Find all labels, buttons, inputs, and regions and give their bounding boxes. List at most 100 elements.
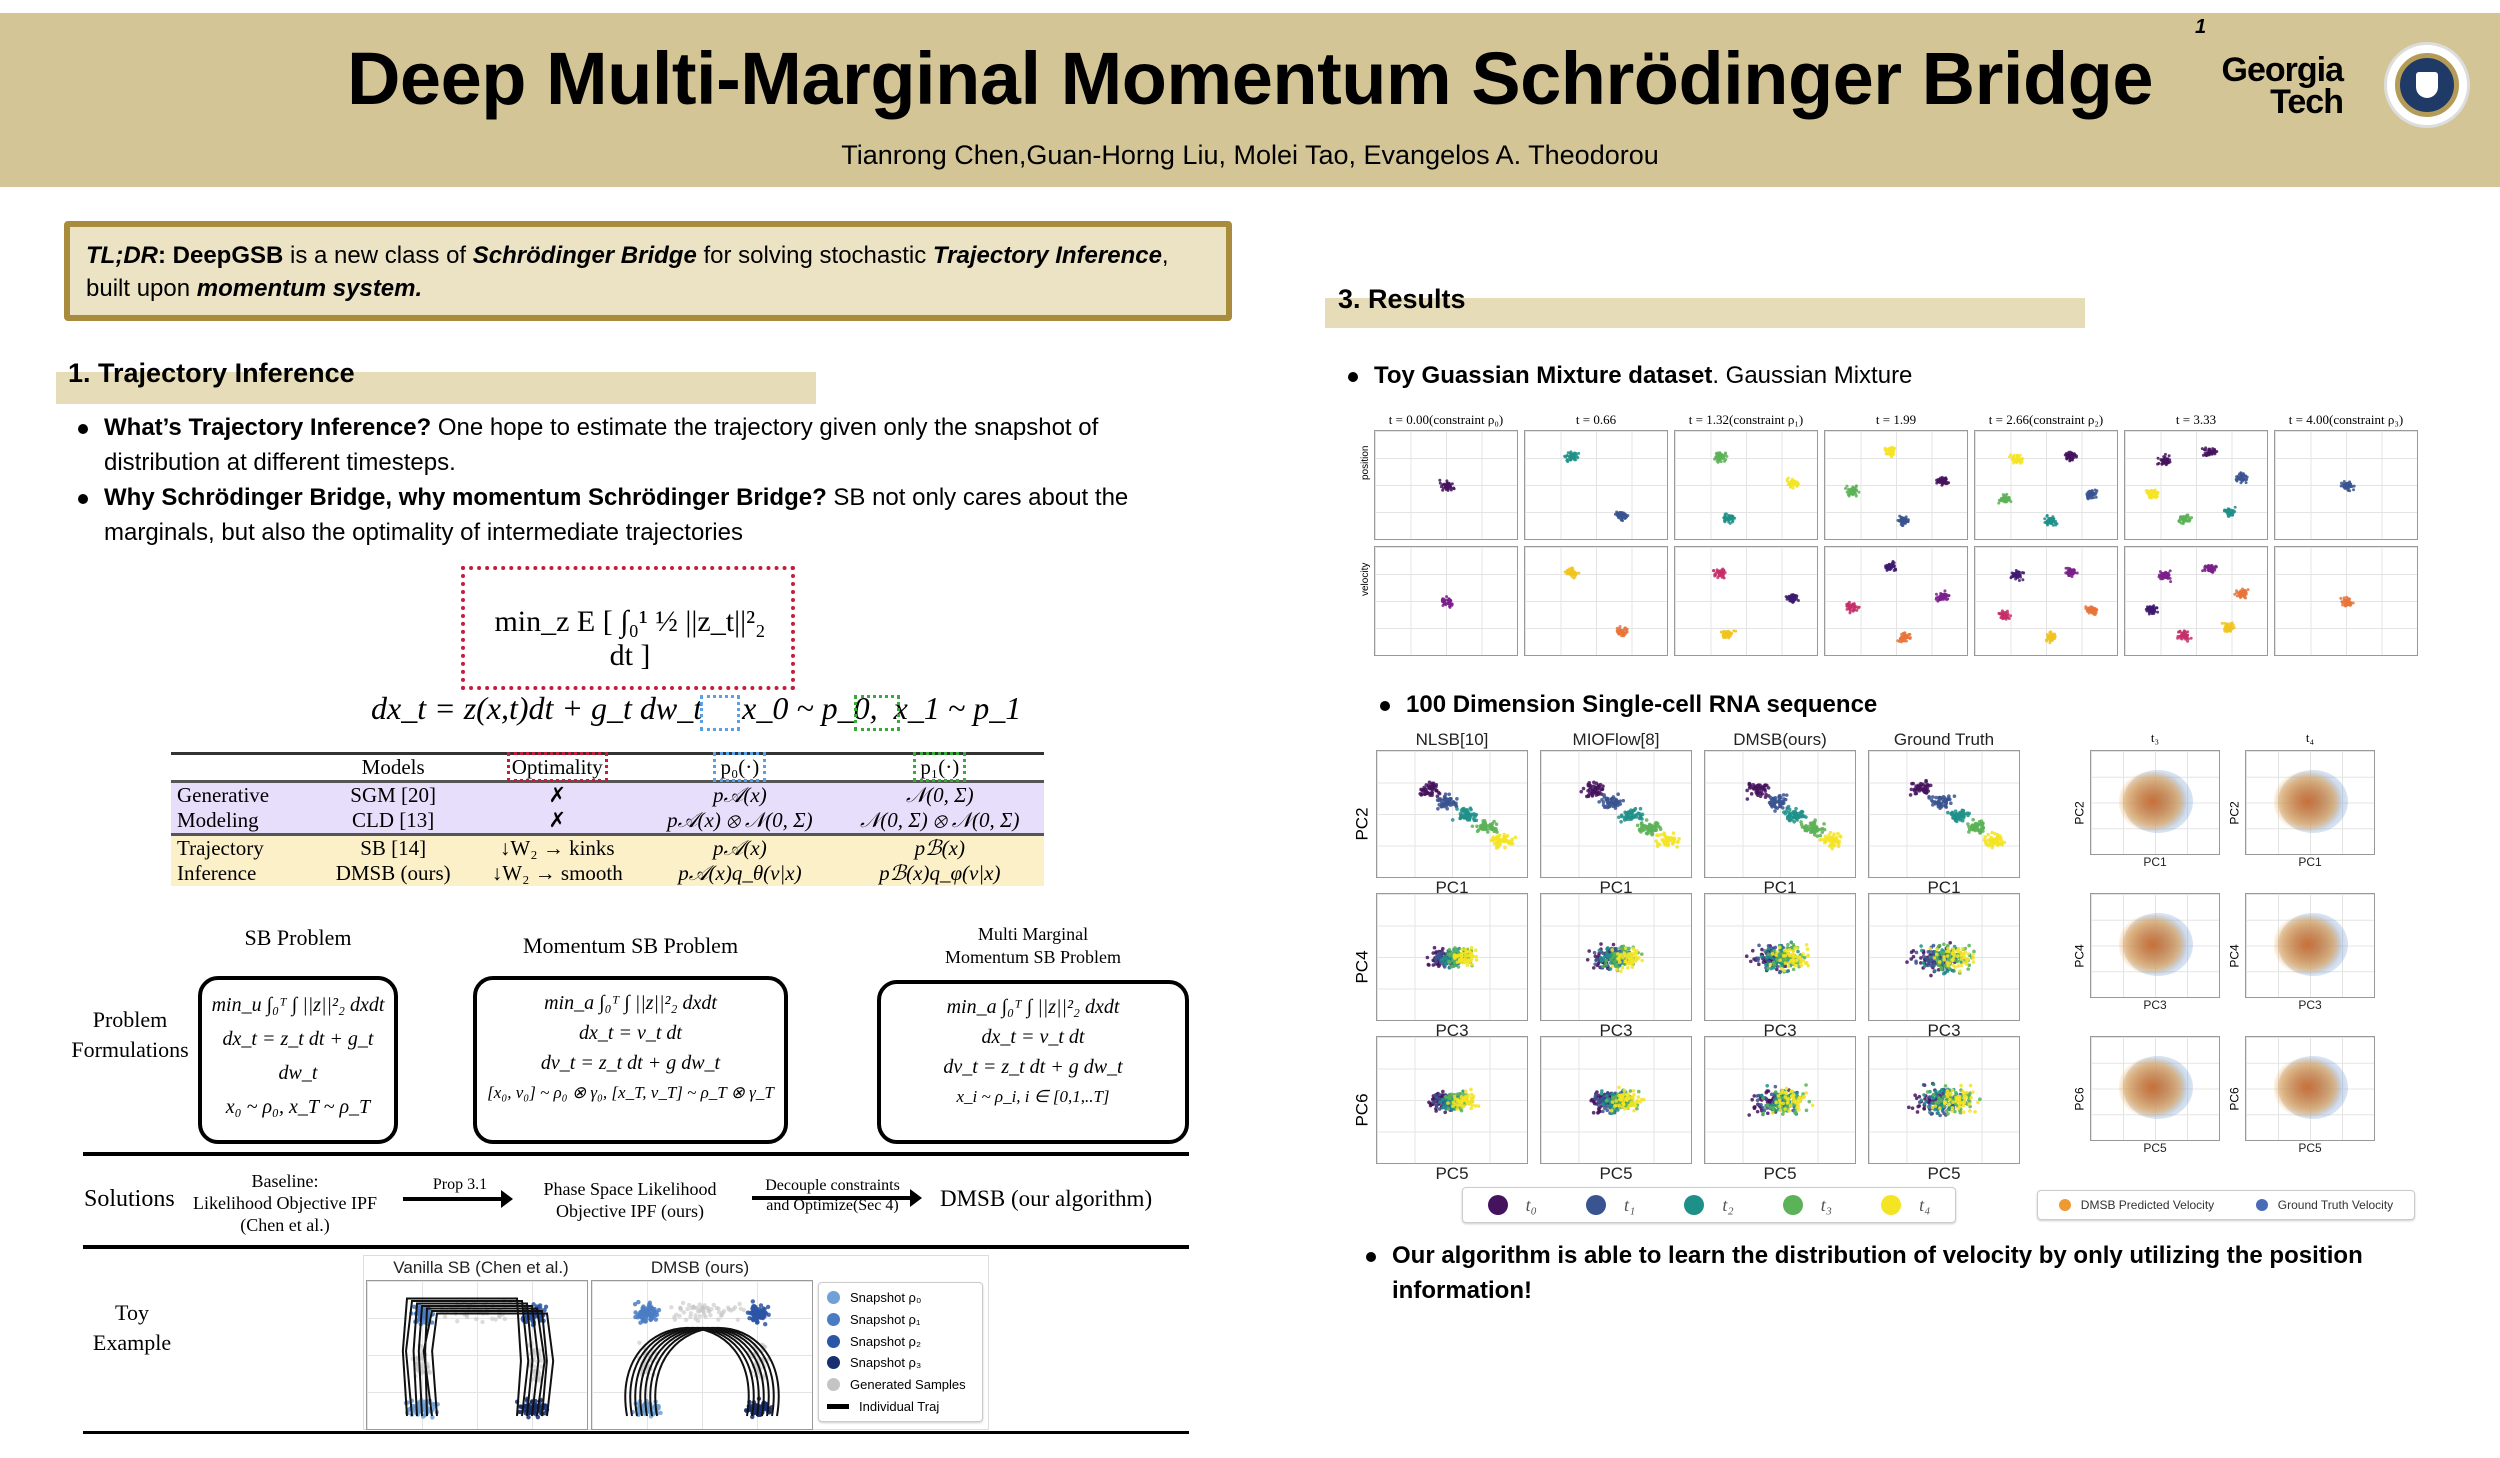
legend-label: DMSB Predicted Velocity [2080, 1198, 2215, 1212]
bullet-bold: Toy Guassian Mixture dataset [1374, 362, 1713, 389]
dot-swatch-icon [1684, 1195, 1705, 1215]
trajectory-line [422, 1310, 548, 1417]
text-line: Decouple constraints [765, 1177, 900, 1194]
label-text: Formulations [71, 1037, 189, 1062]
rna-subplot [1704, 750, 1856, 878]
p1-highlight [854, 695, 900, 731]
text-line: and Optimize(Sec 4) [766, 1197, 899, 1214]
scatter-points [2144, 446, 2249, 526]
scatter-points [1713, 451, 1800, 525]
plot-title: t = 1.99 [1875, 412, 1917, 427]
legend-item: t₁ [1585, 1194, 1636, 1216]
legend-item: Generated Samples [827, 1374, 966, 1396]
gm-subplot [1824, 546, 1968, 656]
cell: DMSB (ours) [335, 861, 451, 885]
problem-title: SB Problem [244, 925, 352, 950]
problem-title: Momentum SB Problem [522, 933, 739, 958]
group-label: Modeling [177, 808, 259, 832]
tldr-text: Schrödinger Bridge [472, 242, 697, 269]
objective-box [461, 566, 795, 690]
comparison-table: Models Optimality p₀(·) p₁(·) Generative… [171, 752, 1044, 886]
x-axis-label: PC1 [1763, 878, 1797, 897]
scatter-points [1589, 1085, 1646, 1116]
bullet-bold: Why Schrödinger Bridge, why momentum Sch… [104, 484, 827, 511]
dot-swatch-icon [827, 1313, 840, 1326]
row-label: position [1360, 445, 1371, 480]
gm-subplot [1824, 430, 1968, 540]
scatter-points [1438, 478, 1456, 492]
bullet-bold: 100 Dimension Single-cell RNA sequence [1406, 691, 1878, 718]
eq-line: [x₀, v₀] ~ ρ₀ ⊗ γ₀, [x_T, v_T] ~ ρ_T ⊗ γ… [487, 1083, 774, 1102]
group-label: Inference [177, 861, 257, 885]
gm-subplot [1374, 430, 1518, 540]
bullet: 100 Dimension Single-cell RNA sequence [1380, 687, 1878, 722]
p0-highlight [700, 695, 740, 731]
col-header: Models [361, 755, 425, 779]
divider [83, 1245, 1189, 1249]
y-axis-label: PC2 [2072, 801, 2087, 825]
bullet: Our algorithm is able to learn the distr… [1366, 1238, 2442, 1308]
cell: ↓W₂ → kinks [499, 836, 615, 860]
gm-subplot [2274, 430, 2418, 540]
eq-line: dx_t = v_t dt [579, 1022, 682, 1044]
bullet-text: . Gaussian Mixture [1712, 362, 1913, 389]
logo-text: Tech [2270, 83, 2344, 121]
scatter-points [1425, 945, 1479, 970]
velocity-subplot [2090, 750, 2220, 855]
scatter-points [1418, 780, 1518, 850]
y-axis-label: PC6 [2072, 1087, 2087, 1111]
velocity-subplot [2245, 750, 2375, 855]
tldr-text: for solving stochastic [696, 242, 933, 269]
legend-label: t₁ [1623, 1194, 1636, 1215]
gm-subplot [1524, 430, 1668, 540]
cell: p𝒜(x) [713, 783, 767, 807]
cell: ✗ [548, 783, 567, 807]
section-bar [1325, 298, 2085, 328]
rna-figure: NLSB[10]MIOFlow[8]DMSB(ours)Ground Truth… [1346, 730, 2036, 1185]
y-axis-label: PC4 [2227, 944, 2242, 968]
eq-line: dx_t = z_t dt + g_t dw_t [222, 1028, 374, 1084]
y-axis-label: PC2 [1352, 807, 1372, 841]
tldr-text: momentum system. [196, 275, 423, 302]
legend-label: t₄ [1919, 1194, 1931, 1215]
legend-item: Snapshot ρ₂ [827, 1330, 921, 1352]
cell: pℬ(x) [914, 836, 965, 860]
predicted-density [2274, 1057, 2341, 1118]
col-title: Ground Truth [1893, 730, 1995, 749]
predicted-density [2119, 771, 2186, 832]
x-axis-label: PC1 [2143, 855, 2167, 869]
scatter-points [1997, 566, 2099, 645]
trajectory-line [405, 1300, 530, 1417]
section-bar [56, 372, 816, 404]
x-axis-label: PC3 [1763, 1021, 1797, 1040]
plot-title: t = 0.00(constraint ρ₀) [1388, 412, 1504, 427]
dot-swatch-icon [1487, 1195, 1508, 1215]
legend-label: Individual Traj [859, 1398, 940, 1414]
x-axis-label: PC5 [1599, 1164, 1633, 1183]
scatter-points [1997, 450, 2099, 527]
plot-title: t = 4.00(constraint ρ₃) [2288, 412, 2404, 427]
rna-subplot [1868, 893, 2020, 1021]
scatter-points [1908, 778, 2007, 850]
col-header: p₀(·) [713, 752, 767, 782]
eq-line: min_a ∫₀ᵀ ∫ ||z||²₂ dxdt [946, 996, 1120, 1018]
tldr-text: , built upon [86, 242, 1169, 302]
tldr-box: TL;DR: DeepGSB is a new class of Schrödi… [64, 221, 1232, 321]
scatter-points [2339, 595, 2355, 608]
cell: ✗ [548, 808, 567, 832]
scatter-points [1563, 450, 1630, 523]
gm-subplot [2124, 546, 2268, 656]
trajectory-line [401, 1297, 522, 1417]
gm-subplot [1674, 430, 1818, 540]
title-line: Multi Marginal [977, 924, 1089, 944]
gm-subplot [2274, 546, 2418, 656]
predicted-density [2119, 1057, 2186, 1118]
legend-label: Ground Truth Velocity [2277, 1198, 2394, 1212]
title-line: Momentum SB Problem [944, 947, 1121, 967]
tldr-text: : [157, 242, 173, 269]
